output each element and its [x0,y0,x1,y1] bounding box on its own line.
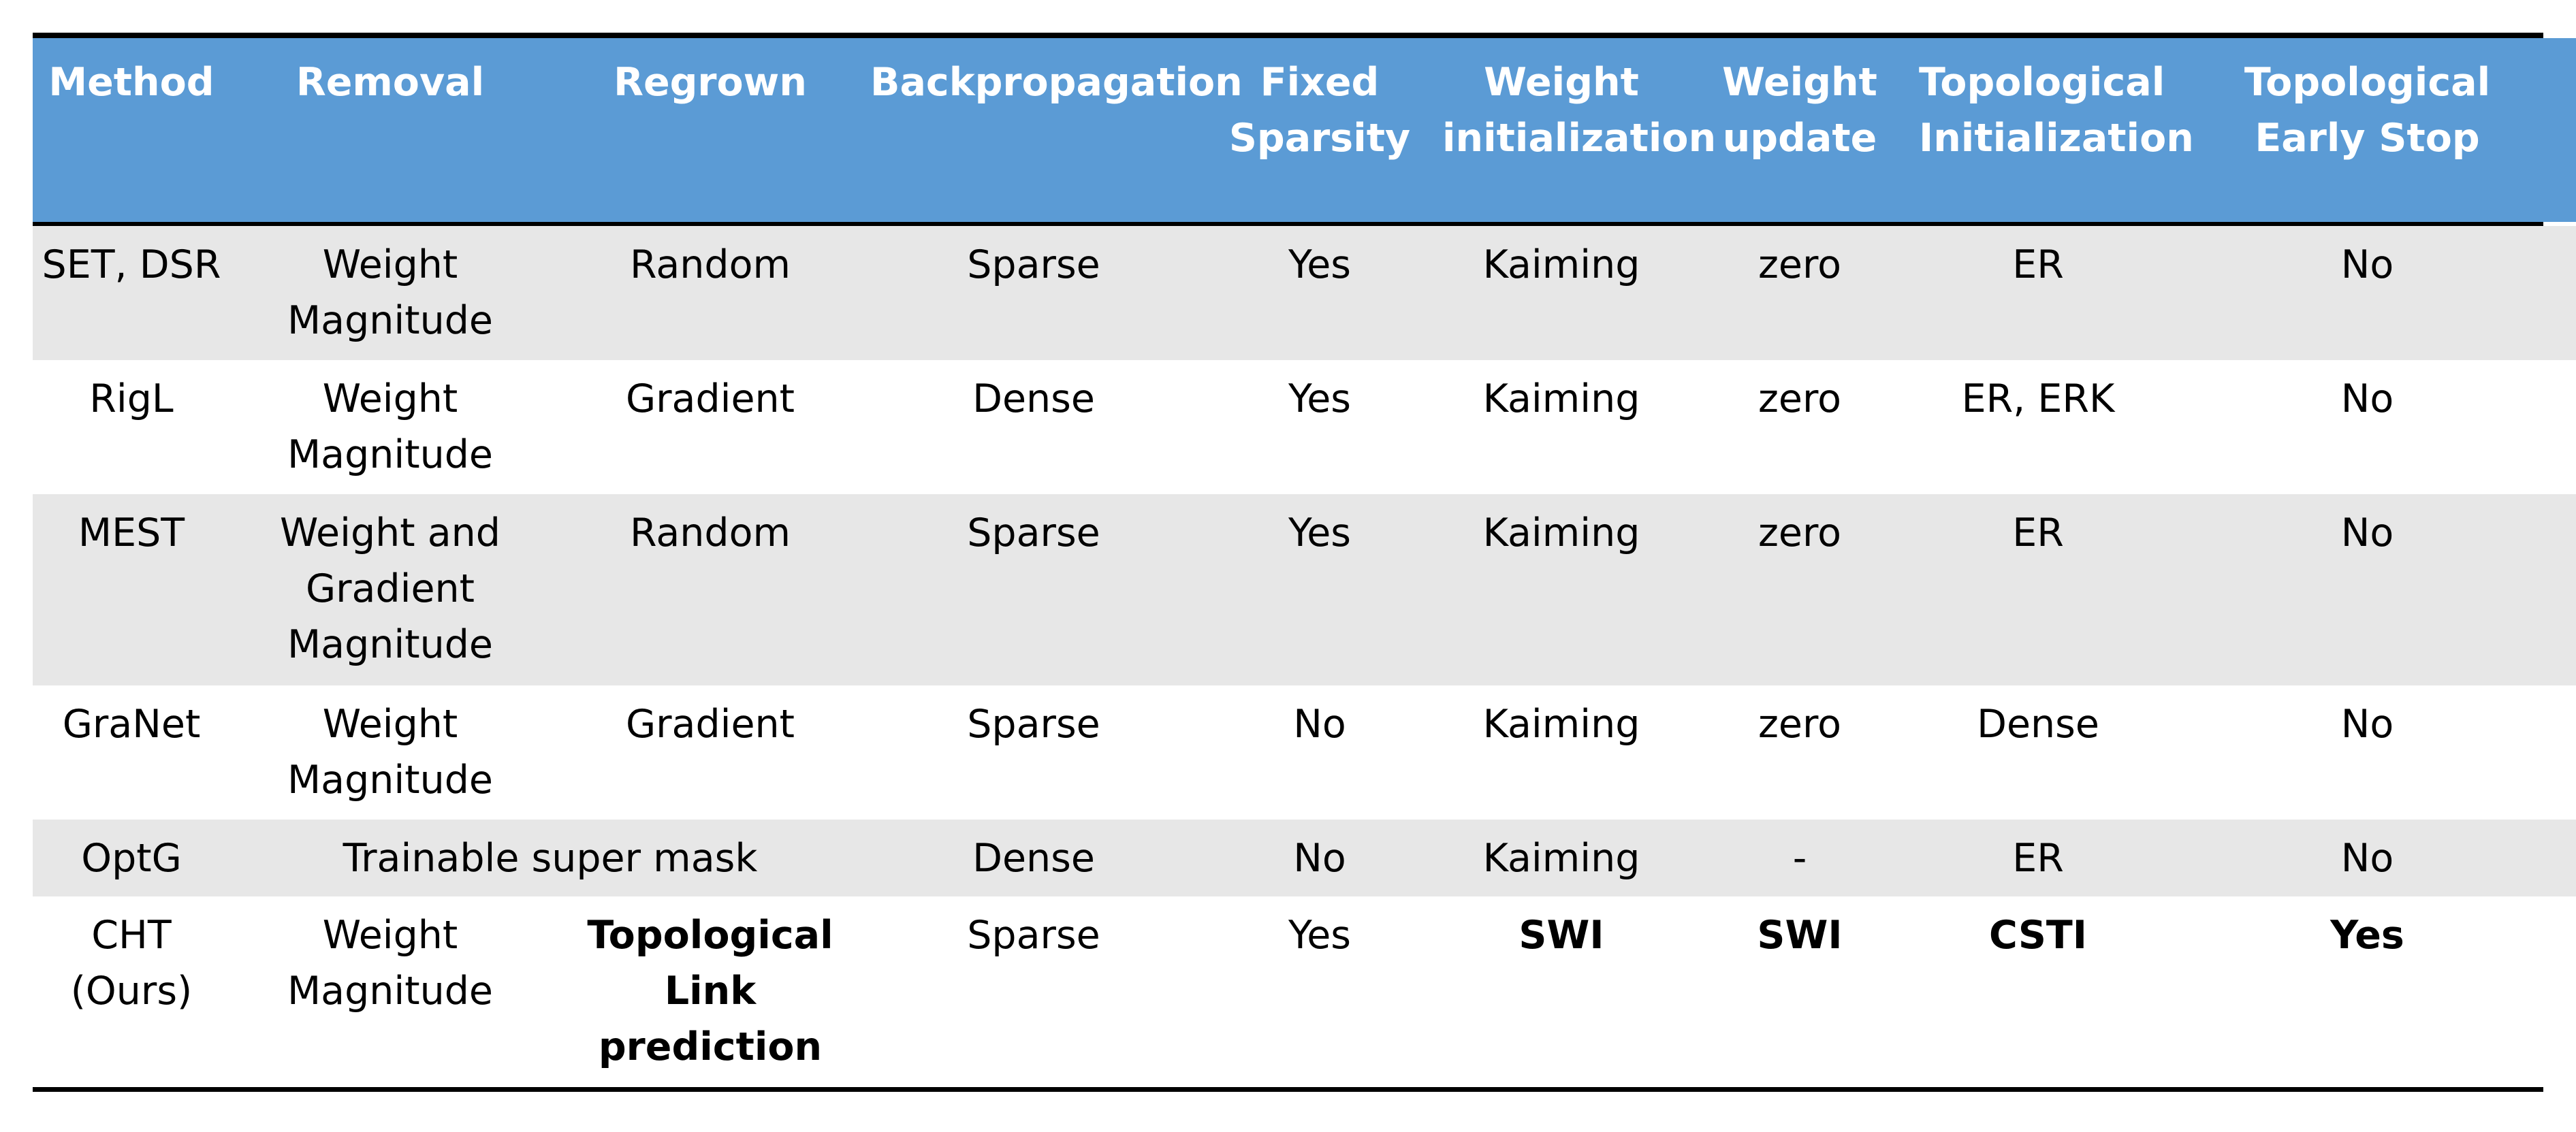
table-row-rigl: RigL Weight Magnitude Gradient Dense Yes… [33,360,2576,494]
cell-topological-early-stop: No [2157,360,2576,494]
cell-weight-update: SWI [1681,896,1919,1087]
cell-method: CHT (Ours) [33,896,230,1087]
table-bottom-rule [33,1087,2543,1092]
comparison-table-wrapper: Method Removal Regrown Backpropagation F… [33,33,2576,1092]
cell-topological-initialization: Dense [1919,685,2157,820]
cell-regrown: Topological Link prediction [550,896,870,1087]
header-row: Method Removal Regrown Backpropagation F… [33,38,2576,222]
cell-removal-regrown-merged: Trainable super mask [230,820,870,896]
cell-method: OptG [33,820,230,896]
cell-method: MEST [33,494,230,685]
cell-backpropagation: Sparse [870,494,1197,685]
header-backpropagation: Backpropagation [870,38,1243,222]
header-weight-update: Weight update [1681,38,1919,222]
cell-fixed-sparsity: No [1197,820,1442,896]
header-method: Method [33,38,230,222]
comparison-table: Method Removal Regrown Backpropagation F… [33,38,2576,222]
cell-weight-initialization: Kaiming [1442,226,1681,360]
cell-regrown: Random [550,226,870,360]
cell-removal: Weight Magnitude [230,226,550,360]
cell-method: GraNet [33,685,230,820]
cell-fixed-sparsity: Yes [1197,896,1442,1087]
table-row-cht-ours: CHT (Ours) Weight Magnitude Topological … [33,896,2576,1087]
table-row-mest: MEST Weight and Gradient Magnitude Rando… [33,494,2576,685]
cell-topological-early-stop: No [2157,685,2576,820]
cell-fixed-sparsity: Yes [1197,226,1442,360]
cell-topological-initialization: ER [1919,820,2157,896]
cell-backpropagation: Sparse [870,896,1197,1087]
cell-backpropagation: Sparse [870,685,1197,820]
cell-weight-initialization: Kaiming [1442,685,1681,820]
cell-removal: Weight and Gradient Magnitude [230,494,550,685]
cell-topological-initialization: ER [1919,226,2157,360]
table-top-rule [33,33,2543,38]
header-bottom-rule [33,222,2543,226]
cell-weight-update: zero [1681,360,1919,494]
table-row-granet: GraNet Weight Magnitude Gradient Sparse … [33,685,2576,820]
cell-backpropagation: Dense [870,360,1197,494]
cell-topological-early-stop: No [2157,820,2576,896]
header-regrown: Regrown [550,38,870,222]
cell-weight-initialization: Kaiming [1442,360,1681,494]
cell-weight-initialization: Kaiming [1442,494,1681,685]
cell-weight-initialization: SWI [1442,896,1681,1087]
cell-method: SET, DSR [33,226,230,360]
cell-topological-early-stop: Yes [2157,896,2576,1087]
cell-topological-early-stop: No [2157,494,2576,685]
cell-topological-initialization: ER [1919,494,2157,685]
cell-removal: Weight Magnitude [230,685,550,820]
cell-weight-update: zero [1681,226,1919,360]
header-topological-early-stop: Topological Early Stop [2157,38,2576,222]
cell-fixed-sparsity: Yes [1197,360,1442,494]
cell-topological-early-stop: No [2157,226,2576,360]
cell-removal: Weight Magnitude [230,896,550,1087]
cell-regrown: Gradient [550,685,870,820]
cell-weight-update: zero [1681,685,1919,820]
cell-weight-update: zero [1681,494,1919,685]
cell-backpropagation: Sparse [870,226,1197,360]
cell-weight-update: - [1681,820,1919,896]
cell-weight-initialization: Kaiming [1442,820,1681,896]
cell-regrown: Random [550,494,870,685]
cell-method: RigL [33,360,230,494]
cell-topological-initialization: ER, ERK [1919,360,2157,494]
comparison-table-body: SET, DSR Weight Magnitude Random Sparse … [33,226,2576,1087]
cell-fixed-sparsity: Yes [1197,494,1442,685]
header-weight-initialization: Weight initialization [1442,38,1716,222]
cell-fixed-sparsity: No [1197,685,1442,820]
table-row-optg: OptG Trainable super mask Dense No Kaimi… [33,820,2576,896]
header-fixed-sparsity: Fixed Sparsity [1197,38,1442,222]
cell-regrown: Gradient [550,360,870,494]
cell-removal: Weight Magnitude [230,360,550,494]
table-header: Method Removal Regrown Backpropagation F… [33,38,2576,222]
cell-backpropagation: Dense [870,820,1197,896]
cell-topological-initialization: CSTI [1919,896,2157,1087]
header-removal: Removal [230,38,550,222]
header-topological-initialization: Topological Initialization [1919,38,2194,222]
table-row-set-dsr: SET, DSR Weight Magnitude Random Sparse … [33,226,2576,360]
